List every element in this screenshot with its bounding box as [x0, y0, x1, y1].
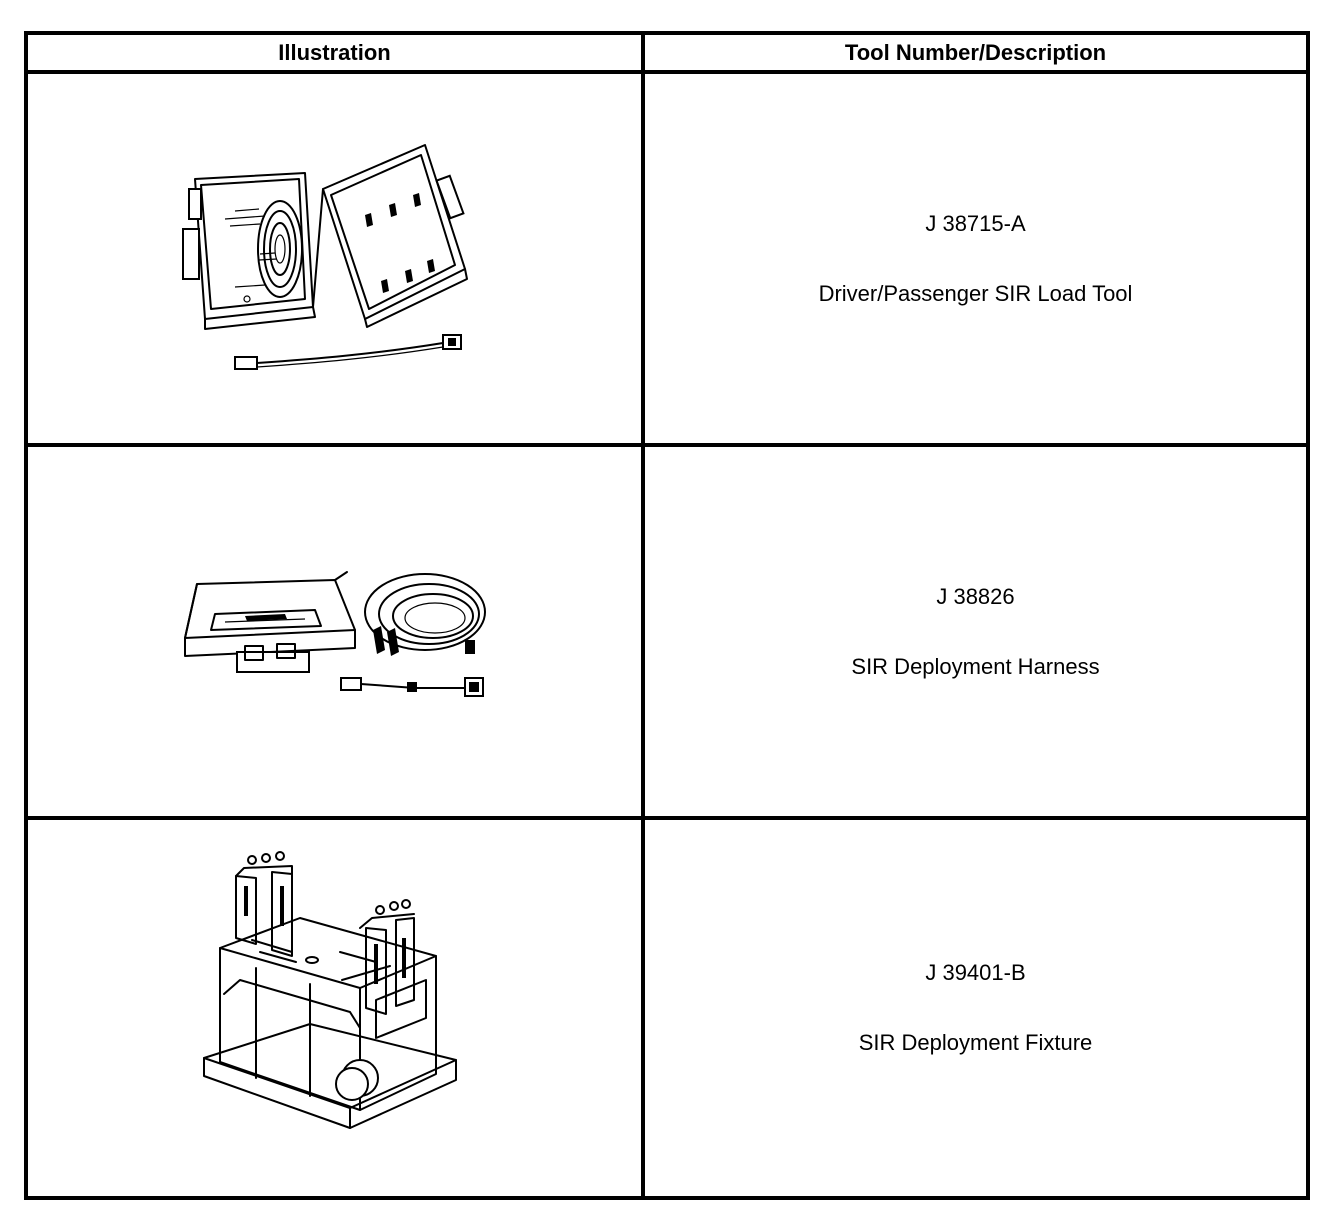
tool-description-cell: J 38826 SIR Deployment Harness	[645, 447, 1306, 820]
illustration-cell	[28, 74, 645, 447]
deployment-fixture-icon	[202, 851, 457, 1129]
header-tool-number-description: Tool Number/Description	[645, 35, 1306, 74]
illustration-cell	[28, 447, 645, 820]
tool-description: SIR Deployment Fixture	[858, 1030, 1093, 1055]
tool-number: J 38715-A	[925, 210, 1026, 236]
header-illustration: Illustration	[28, 35, 645, 74]
tool-description: SIR Deployment Harness	[851, 653, 1100, 679]
load-tool-case-icon	[181, 143, 468, 370]
tool-description-cell: J 38715-A Driver/Passenger SIR Load Tool	[645, 74, 1306, 447]
illustration-cell	[28, 820, 645, 1196]
tool-number: J 39401-B	[925, 960, 1026, 985]
tool-description: Driver/Passenger SIR Load Tool	[818, 280, 1133, 306]
tool-number: J 38826	[936, 583, 1015, 609]
tool-description-cell: J 39401-B SIR Deployment Fixture	[645, 820, 1306, 1196]
deployment-harness-case-icon	[183, 570, 486, 697]
tool-table: Illustration Tool Number/Description	[24, 31, 1310, 1200]
